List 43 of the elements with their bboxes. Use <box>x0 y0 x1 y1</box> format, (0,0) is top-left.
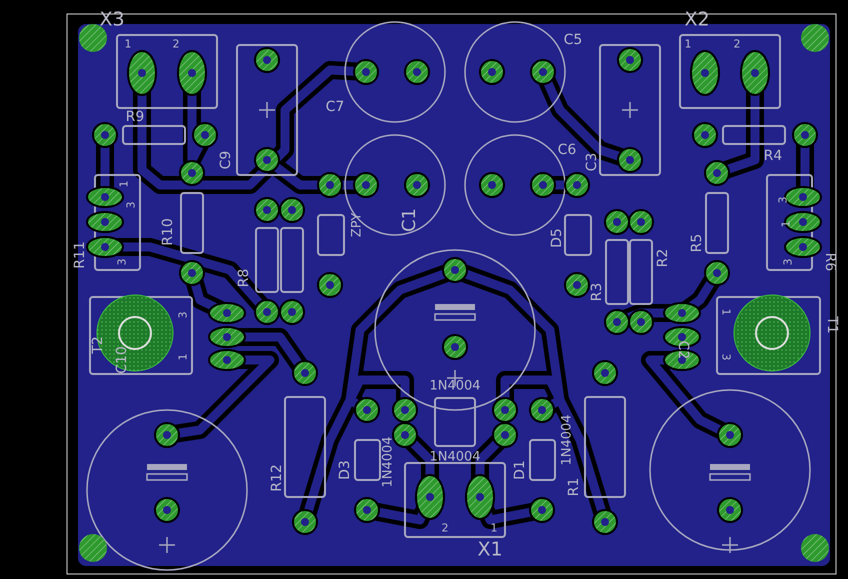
component-designator: R12 <box>270 464 284 492</box>
pin-number: 3 <box>126 202 136 208</box>
pin-number: 3 <box>778 196 788 204</box>
component-designator: T2 <box>91 336 105 354</box>
part-number: 1N4004 <box>382 436 394 488</box>
component-designator: C7 <box>326 100 344 114</box>
pin-number: 1 <box>684 38 692 50</box>
part-number: 1N4004 <box>429 380 481 392</box>
pin-number: 1 <box>118 180 130 188</box>
pin-number: 1 <box>720 308 732 316</box>
component-designator: C3 <box>585 152 599 172</box>
pin-number: 3 <box>720 354 732 360</box>
component-designator: R1 <box>567 478 581 496</box>
component-designator: C10 <box>115 346 129 374</box>
pin-number: 3 <box>782 258 794 266</box>
pin-number: 1 <box>780 220 792 228</box>
part-value: ZPY <box>350 212 364 238</box>
component-designator: R10 <box>161 218 175 246</box>
component-designator: C6 <box>558 143 576 157</box>
component-designator: R5 <box>690 234 704 252</box>
component-designator: C9 <box>219 150 233 170</box>
component-designator: R4 <box>764 149 782 163</box>
pin-number: 3 <box>116 258 128 266</box>
component-designator: R6 <box>823 252 837 272</box>
component-designator: D3 <box>338 460 352 480</box>
component-designator: D1 <box>513 460 527 480</box>
pin-number: 2 <box>172 38 180 50</box>
component-designator: R2 <box>656 248 670 268</box>
component-designator: D5 <box>550 228 564 248</box>
component-designator: R8 <box>237 268 251 288</box>
pin-number: 3 <box>178 312 188 318</box>
pin-number: 2 <box>442 522 448 534</box>
component-designator: C1 <box>401 208 419 232</box>
component-designator: C2 <box>676 340 690 360</box>
component-designator: R3 <box>590 282 604 302</box>
pin-number: 2 <box>734 38 740 50</box>
pin-number: 1 <box>178 354 188 360</box>
part-number: 1N4004 <box>560 414 574 466</box>
component-designator: X1 <box>477 540 503 560</box>
component-designator: R11 <box>73 241 87 269</box>
component-designator: T1 <box>825 316 839 334</box>
component-designator: C5 <box>564 33 582 47</box>
pin-number: 1 <box>124 38 132 50</box>
